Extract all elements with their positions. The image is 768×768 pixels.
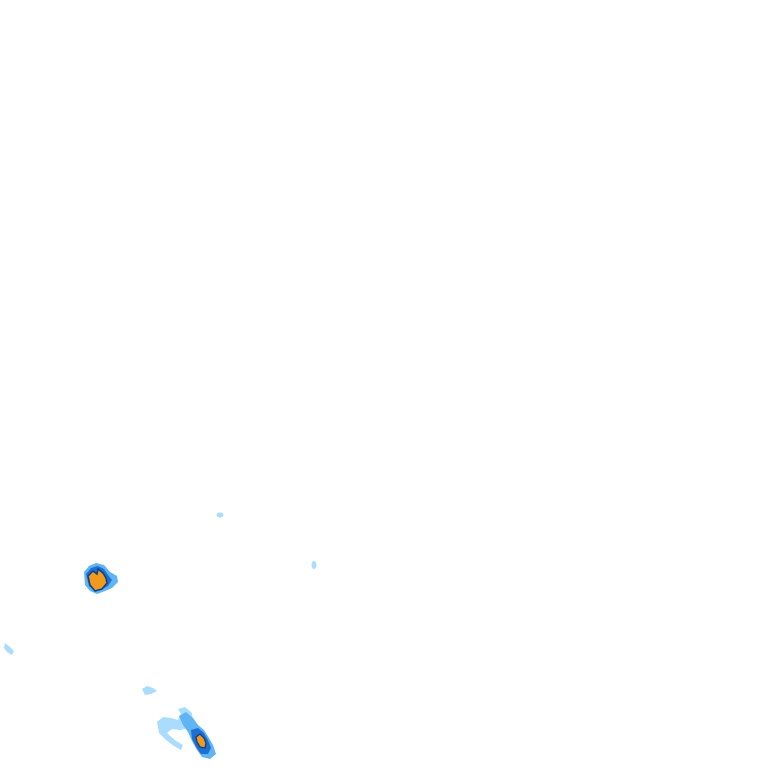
echo-cell-west <box>84 563 118 594</box>
echo-cell-south <box>179 712 216 759</box>
echo-speck-southwest <box>142 686 157 695</box>
echo-speck-edge <box>4 643 14 655</box>
echo-speck-center <box>216 512 224 518</box>
echo-speck-mid <box>311 561 317 569</box>
